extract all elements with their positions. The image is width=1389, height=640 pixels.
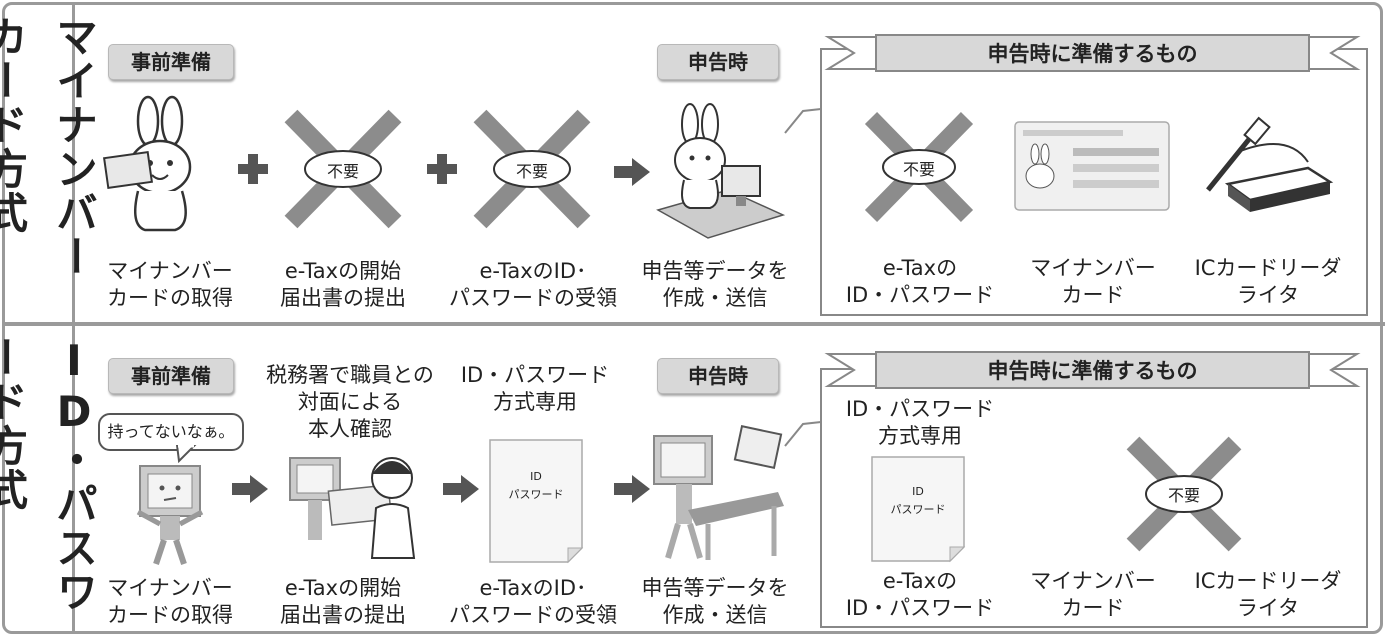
step-label-7: e-TaxのID･パスワードの受領 <box>449 576 617 627</box>
step-label-2: e-Taxの開始届出書の提出 <box>280 259 406 310</box>
speech-bubble: 持ってないなぁ。 <box>98 413 244 451</box>
x-cross-icon <box>473 109 591 229</box>
mynumber-card-icon <box>1014 121 1170 211</box>
step-label-8: 申告等データを作成・送信 <box>641 576 789 627</box>
prep-heading-ribbon-2 <box>824 351 1361 389</box>
arrow-right-icon <box>614 475 650 503</box>
prep-item-label-6: ICカードリーダライタ <box>1194 569 1342 620</box>
computer-character-icon <box>136 465 204 565</box>
plus-icon <box>427 154 457 184</box>
stamp-unneeded-3: 不要 <box>902 160 935 179</box>
filing-badge-1: 申告時 <box>657 44 779 80</box>
arrow-right-icon <box>232 475 268 503</box>
plus-icon <box>238 154 268 184</box>
step-label-4: 申告等データを作成・送信 <box>641 259 789 310</box>
step-label-1: マイナンバーカードの取得 <box>107 259 233 310</box>
step-caption-7: ID・パスワード方式専用 <box>460 363 610 414</box>
step-label-6: e-Taxの開始届出書の提出 <box>280 576 406 627</box>
rabbit-at-computer-icon <box>656 103 786 239</box>
callout-pointer <box>784 108 822 134</box>
callout-pointer <box>784 421 822 447</box>
ic-card-reader-icon <box>1206 116 1334 212</box>
document-icon <box>489 439 584 564</box>
computer-character-at-desk-icon <box>653 425 784 560</box>
section-title-mynumber: マイナンバーカード方式 <box>0 15 99 279</box>
arrow-right-icon <box>614 158 650 186</box>
stamp-unneeded-1: 不要 <box>326 162 359 181</box>
prep-heading-2: 申告時に準備するもの <box>987 359 1198 383</box>
prep-item-label-5: マイナンバーカード <box>1030 569 1156 620</box>
document-icon <box>871 456 966 563</box>
step-label-5: マイナンバーカードの取得 <box>107 576 233 627</box>
step-label-3: e-TaxのID･パスワードの受領 <box>449 259 617 310</box>
section-title-mynumber-tab: マイナンバーカード方式 <box>0 5 99 322</box>
step-caption-6: 税務署で職員との 対面による 本人確認 <box>266 363 434 441</box>
x-cross-icon <box>864 112 974 222</box>
section-title-idpass: ID・パスワード方式 <box>0 336 99 614</box>
x-cross-icon <box>1126 436 1242 552</box>
prep-heading-1: 申告時に準備するもの <box>987 42 1198 66</box>
section-divider <box>2 322 1385 326</box>
prep-heading-ribbon-1 <box>824 34 1361 72</box>
stamp-unneeded-2: 不要 <box>515 162 548 181</box>
stamp-unneeded-4: 不要 <box>1167 486 1200 505</box>
arrow-right-icon <box>443 475 479 503</box>
pre-prep-badge-1: 事前準備 <box>108 44 234 80</box>
prep-item-caption-4: ID・パスワード方式専用 <box>845 397 995 448</box>
speech-tail <box>175 445 197 463</box>
prep-item-label-3: ICカードリーダライタ <box>1194 256 1342 307</box>
rabbit-mascot-icon <box>102 95 192 232</box>
filing-badge-2: 申告時 <box>657 358 779 394</box>
pre-prep-badge-2: 事前準備 <box>108 358 234 394</box>
prep-item-label-2: マイナンバーカード <box>1030 256 1156 307</box>
official-person-icon <box>289 457 416 559</box>
section-title-idpass-tab: ID・パスワード方式 <box>0 326 99 632</box>
x-cross-icon <box>284 109 402 229</box>
